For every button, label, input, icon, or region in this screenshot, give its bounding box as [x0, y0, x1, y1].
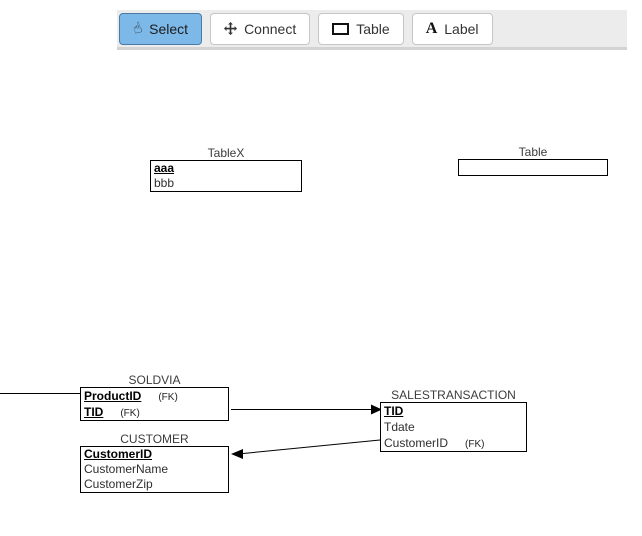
field-name: TID: [384, 404, 404, 418]
table-row: Tdate: [381, 419, 526, 435]
table-row: bbb: [151, 176, 301, 191]
hand-pointer-icon: ☝: [130, 18, 145, 38]
table-row: CustomerID (FK): [381, 435, 526, 451]
table-title: Table: [518, 145, 548, 159]
table-box: aaa bbb: [150, 160, 302, 192]
table-box: CustomerID CustomerName CustomerZip: [80, 446, 229, 493]
field-name: CustomerID: [384, 436, 449, 450]
table-row: ProductID (FK): [81, 388, 228, 404]
table-node-customer[interactable]: CUSTOMER CustomerID CustomerName Custome…: [80, 432, 229, 493]
connection-salestransaction-customer[interactable]: [242, 439, 381, 454]
label-button-label: Label: [444, 20, 479, 37]
move-icon: [224, 22, 238, 35]
table-row: CustomerName: [81, 462, 228, 477]
table-row: TID: [381, 403, 526, 419]
table-box: [458, 159, 608, 176]
table-row: CustomerZip: [81, 477, 228, 492]
table-row: CustomerID: [81, 447, 228, 462]
field-name: CustomerZip: [84, 477, 153, 491]
table-box: ProductID (FK) TID (FK): [80, 387, 229, 421]
table-node-salestransaction[interactable]: SALESTRANSACTION TID Tdate CustomerID (FK…: [380, 388, 527, 452]
field-name: ProductID: [84, 389, 142, 403]
connect-button[interactable]: Connect: [210, 12, 311, 45]
field-name: CustomerName: [84, 462, 169, 476]
table-title: SALESTRANSACTION: [391, 388, 516, 402]
letter-a-icon: A: [425, 19, 438, 37]
table-title: TableX: [207, 146, 245, 160]
field-name: bbb: [154, 176, 175, 190]
table-title: CUSTOMER: [120, 432, 189, 446]
fk-tag: (FK): [465, 439, 485, 450]
table-node-table[interactable]: Table: [458, 145, 608, 176]
select-button-label: Select: [149, 20, 189, 37]
field-name: Tdate: [384, 420, 415, 434]
table-node-tablex[interactable]: TableX aaa bbb: [150, 146, 302, 192]
table-title: SOLDVIA: [128, 373, 181, 387]
field-name: TID: [84, 405, 104, 419]
table-row: TID (FK): [81, 404, 228, 420]
field-name: CustomerID: [84, 447, 153, 461]
table-node-soldvia[interactable]: SOLDVIA ProductID (FK) TID (FK): [80, 373, 229, 421]
table-box: TID Tdate CustomerID (FK): [380, 402, 527, 452]
table-button[interactable]: Table: [318, 12, 404, 45]
label-button[interactable]: A Label: [411, 12, 493, 45]
rectangle-icon: [332, 22, 350, 35]
table-row: aaa: [151, 161, 301, 176]
empty-row: [459, 160, 607, 175]
fk-tag: (FK): [158, 392, 178, 403]
fk-tag: (FK): [120, 408, 140, 419]
select-button[interactable]: ☝ Select: [119, 12, 203, 45]
arrowhead-customer-customerid: [231, 449, 243, 459]
field-name: aaa: [154, 161, 175, 175]
toolbar: ☝ Select Connect Table A Label: [117, 10, 627, 50]
connect-button-label: Connect: [244, 20, 297, 37]
table-button-label: Table: [356, 20, 390, 37]
